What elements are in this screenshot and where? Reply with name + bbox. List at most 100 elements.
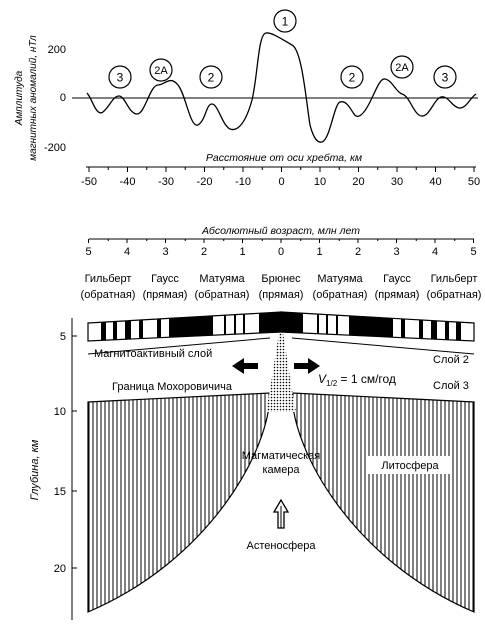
epoch-name: Матуяма [317,273,363,285]
distance-tick-label: 50 [468,176,480,188]
normal-polarity-stripe [101,321,106,341]
magnetic-layer-outline-right [280,311,475,342]
epoch-name: Гаусс [151,273,179,285]
svg-text:2: 2 [208,71,215,85]
epoch-polarity: (обратная) [195,289,250,301]
epoch-name: Гильберт [431,273,478,285]
anomaly-label-2a-left: 2А [149,58,173,82]
normal-polarity-stripe [259,312,281,334]
age-tick-label: 4 [432,246,438,258]
anomaly-ytick-neg200: -200 [44,142,66,154]
normal-polarity-stripe [445,321,449,340]
anomaly-ytick-200: 200 [48,44,66,56]
epoch-polarity: (обратная) [81,289,136,301]
crust-cross-section: Глубина, км 5 10 15 20 Магнитоактивный слой… [29,311,475,620]
normal-polarity-stripe [234,314,236,335]
svg-text:3: 3 [442,71,449,85]
age-tick-label: 3 [393,246,399,258]
epoch-labels: Гильберт (обратная) Гаусс (прямая) Матуяма (о… [81,273,482,301]
depth-axis-ticks: 5 10 15 20 [54,331,77,575]
asthenosphere-label: Астеносфера [247,540,317,552]
distance-axis-label: Расстояние от оси хребта, км [206,152,362,164]
magnetic-stripes-right [281,312,461,341]
epoch-name: Гаусс [383,273,411,285]
epoch-polarity: (прямая) [143,289,188,301]
normal-polarity-stripe [113,321,117,340]
epoch-polarity: (обратная) [427,289,482,301]
distance-tick-label: 30 [391,176,403,188]
anomaly-label-2-left: 2 [199,65,223,89]
spreading-arrow-left-icon [232,358,258,374]
normal-polarity-stripe [169,315,213,338]
anomaly-label-3-left: 3 [108,65,132,89]
distance-tick-label: -30 [158,176,174,188]
depth-tick-label: 5 [60,331,66,343]
epoch-name: Матуяма [199,273,245,285]
distance-tick-label: 10 [314,176,326,188]
anomaly-label-2-right: 2 [340,65,364,89]
epoch-polarity: (обратная) [313,289,368,301]
depth-tick-label: 20 [54,563,66,575]
age-tick-label: 5 [470,246,476,258]
epoch-name: Гильберт [85,273,132,285]
distance-tick-label: -10 [235,176,251,188]
svg-text:2А: 2А [154,65,168,77]
distance-tick-label: -40 [120,176,136,188]
age-tick-label: 5 [85,246,91,258]
normal-polarity-stripe [326,314,328,335]
distance-tick-label: 0 [278,176,284,188]
svg-text:3: 3 [117,71,124,85]
age-tick-label: 0 [278,246,284,258]
spreading-arrow-right-icon [294,358,320,374]
normal-polarity-stripe [456,321,461,341]
distance-tick-label: -20 [197,176,213,188]
depth-tick-label: 15 [54,486,66,498]
age-tick-label: 1 [316,246,322,258]
moho-label: Граница Мохоровичича [112,381,233,393]
anomaly-label-3-right: 3 [433,65,457,89]
anomaly-label-2a-right: 2А [390,55,414,79]
magma-chamber-label-line1: Магматическая [242,450,321,462]
normal-polarity-stripe [419,319,423,339]
distance-tick-label: -50 [81,176,97,188]
layer2-boundary [87,337,475,355]
magnetic-layer-label: Магнитоактивный слой [94,348,212,360]
anomaly-curve [86,32,477,143]
epoch-polarity: (прямая) [259,289,304,301]
distance-tick-label: 40 [429,176,441,188]
lithosphere-label: Литосфера [381,460,439,472]
normal-polarity-stripe [224,315,226,335]
distance-axis-ticks: -50 -40 -30 -20 -10 0 10 20 30 40 50 [81,167,480,188]
anomaly-ylabel-line2: магнитных аномалий, нТл [28,35,39,161]
layer3-label: Слой 3 [433,380,469,392]
normal-polarity-stripe [243,314,245,334]
depth-tick-label: 10 [54,406,66,418]
anomaly-ylabel-line1: Амплитуда [14,70,25,126]
normal-polarity-stripe [317,314,319,334]
velocity-label: V1/2 = 1 см/год [318,372,396,388]
magnetic-stripes-left [101,312,281,341]
normal-polarity-stripe [157,318,161,338]
normal-polarity-stripe [349,315,393,338]
svg-text:2А: 2А [395,62,409,74]
age-tick-label: 2 [355,246,361,258]
age-tick-label: 3 [162,246,168,258]
age-tick-label: 4 [124,246,130,258]
normal-polarity-stripe [139,319,143,339]
normal-polarity-stripe [431,320,437,340]
normal-polarity-stripe [336,315,338,335]
anomaly-label-1: 1 [273,9,297,33]
svg-text:2: 2 [349,71,356,85]
normal-polarity-stripe [125,320,131,340]
lithosphere-left [87,392,271,613]
distance-tick-label: 20 [352,176,364,188]
svg-text:1: 1 [282,15,289,29]
age-axis-title: Абсолютный возраст, млн лет [201,225,360,237]
normal-polarity-stripe [281,312,303,334]
age-tick-label: 1 [239,246,245,258]
depth-axis-label: Глубина, км [29,439,41,500]
layer2-label: Слой 2 [433,354,469,366]
